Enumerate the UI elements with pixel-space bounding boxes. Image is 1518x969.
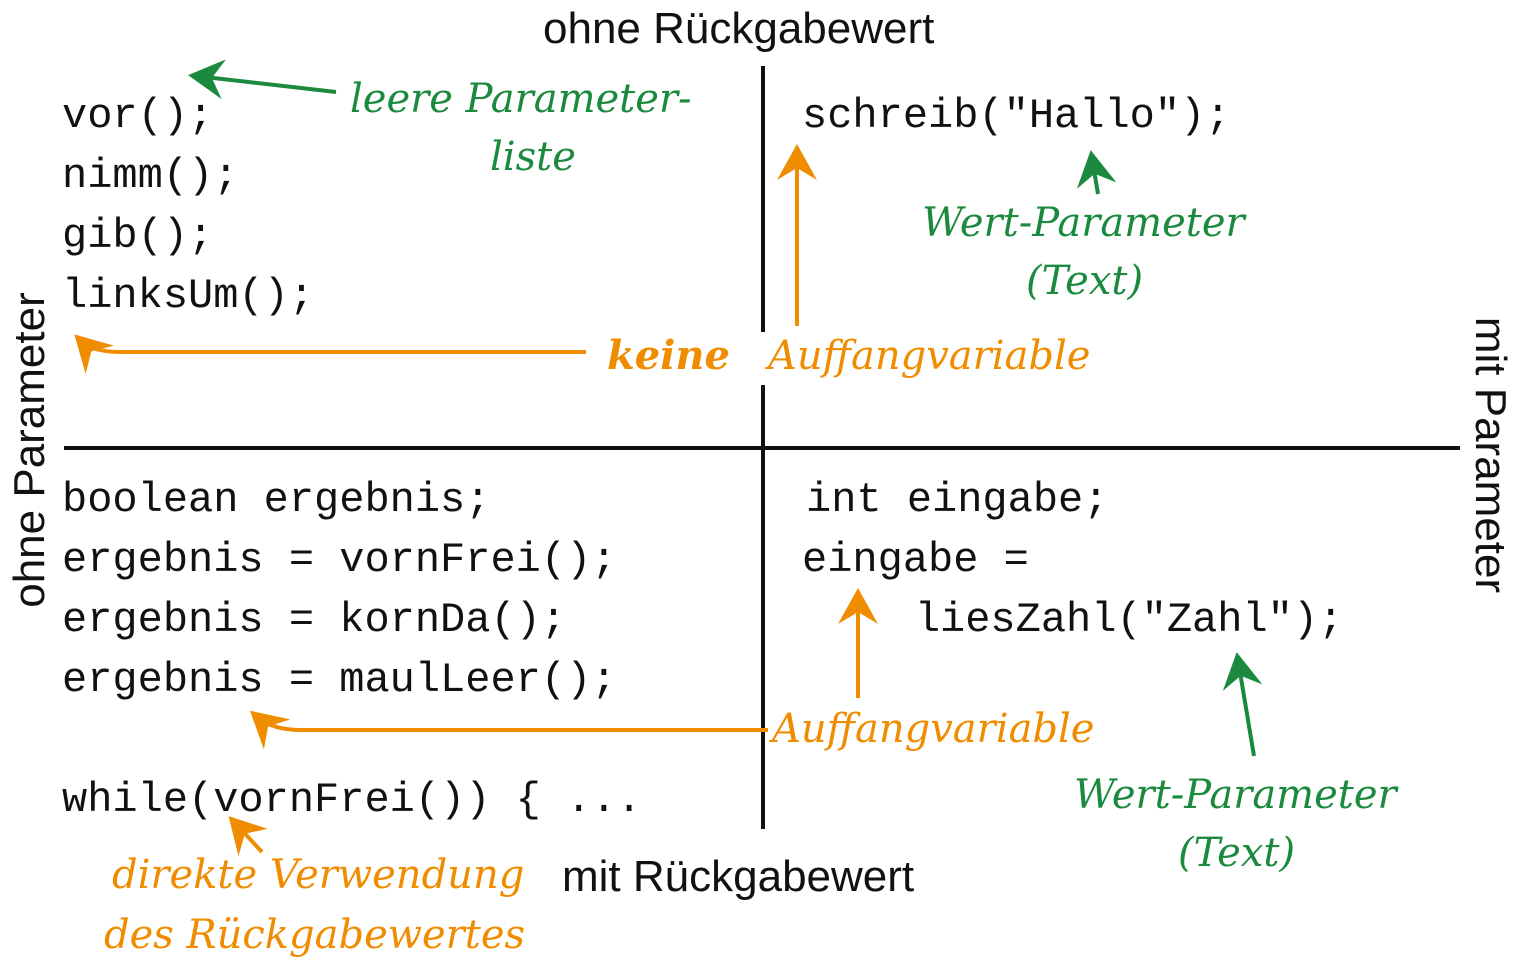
code-line: nimm(); — [62, 152, 239, 200]
annotation-auffangvariable-top: Auffangvariable — [768, 333, 1091, 379]
annotation-wert-parameter-top-2: (Text) — [1026, 258, 1144, 304]
code-line: schreib("Hallo"); — [802, 92, 1231, 140]
vertical-axis-lower — [761, 385, 765, 829]
annotation-wert-parameter-bottom-1: Wert-Parameter — [1074, 772, 1397, 818]
annotation-wert-parameter-bottom-2: (Text) — [1178, 830, 1296, 876]
horizontal-axis — [64, 446, 1460, 450]
code-line: boolean ergebnis; — [62, 476, 491, 524]
code-line: eingabe = — [802, 536, 1029, 584]
axis-label-bottom: mit Rückgabewert — [562, 852, 915, 901]
arrow-auffangvariable-left — [249, 710, 768, 750]
axis-label-top: ohne Rückgabewert — [543, 4, 935, 53]
annotation-auffangvariable-bottom: Auffangvariable — [772, 706, 1095, 752]
annotation-wert-parameter-top-1: Wert-Parameter — [922, 200, 1245, 246]
code-line: int eingabe; — [806, 476, 1109, 524]
annotation-direkte-verwendung-2: des Rückgabewertes — [104, 912, 526, 958]
annotation-leere-parameterliste-1: leere Parameter- — [350, 76, 692, 122]
arrow-keine-left — [74, 334, 586, 374]
code-line: vor(); — [62, 92, 214, 140]
arrow-leere-parameterliste — [188, 59, 337, 100]
arrow-wert-parameter-top — [1076, 150, 1117, 195]
code-line: linksUm(); — [62, 272, 315, 320]
arrow-wert-parameter-bottom — [1222, 652, 1263, 757]
code-line: ergebnis = maulLeer(); — [62, 656, 617, 704]
code-line: ergebnis = vornFrei(); — [62, 536, 617, 584]
annotation-leere-parameterliste-2: liste — [490, 134, 576, 180]
code-line: liesZahl("Zahl"); — [814, 596, 1344, 644]
arrow-direkte-verwendung — [228, 816, 268, 857]
vertical-axis-upper — [761, 66, 765, 332]
annotation-keine: keine — [607, 332, 730, 379]
annotation-direkte-verwendung-1: direkte Verwendung — [112, 852, 525, 898]
code-line: ergebnis = kornDa(); — [62, 596, 567, 644]
code-line: gib(); — [62, 212, 214, 260]
code-while-line: while(vornFrei()) { ... — [62, 776, 642, 824]
